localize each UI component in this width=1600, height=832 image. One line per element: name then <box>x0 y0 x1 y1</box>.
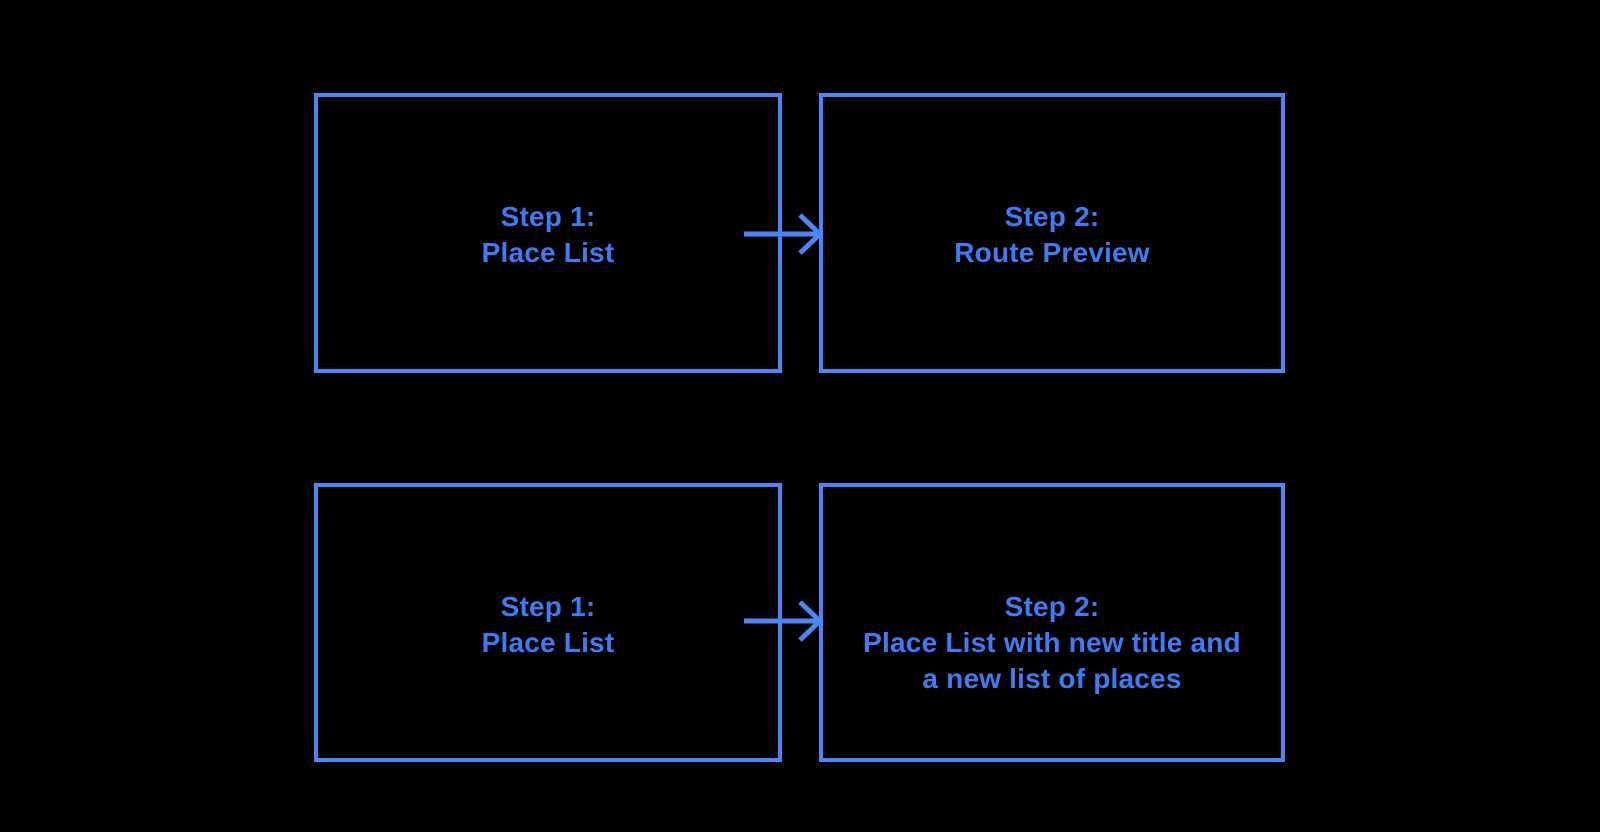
arrow-right-icon <box>744 599 824 643</box>
box-text-line: Step 2: <box>1004 591 1100 622</box>
box-text-line: Place List <box>481 237 615 268</box>
flow-box-label: Step 2: Place List with new title and a … <box>823 589 1281 697</box>
box-text-line: Place List with new title and <box>863 627 1241 658</box>
flow-box-label: Step 1: Place List <box>318 589 778 661</box>
flow-box-row2-step1: Step 1: Place List <box>314 483 782 762</box>
arrow-right-icon <box>744 212 824 256</box>
flow-box-label: Step 1: Place List <box>318 199 778 271</box>
flow-box-row1-step1: Step 1: Place List <box>314 93 782 373</box>
flow-box-row2-step2: Step 2: Place List with new title and a … <box>819 483 1285 762</box>
box-text-line: Route Preview <box>954 237 1150 268</box>
box-text-line: Place List <box>481 627 615 658</box>
box-text-line: Step 2: <box>1004 201 1100 232</box>
box-text-line: a new list of places <box>922 663 1182 694</box>
flow-box-row1-step2: Step 2: Route Preview <box>819 93 1285 373</box>
flow-box-label: Step 2: Route Preview <box>823 199 1281 271</box>
box-text-line: Step 1: <box>500 591 596 622</box>
box-text-line: Step 1: <box>500 201 596 232</box>
